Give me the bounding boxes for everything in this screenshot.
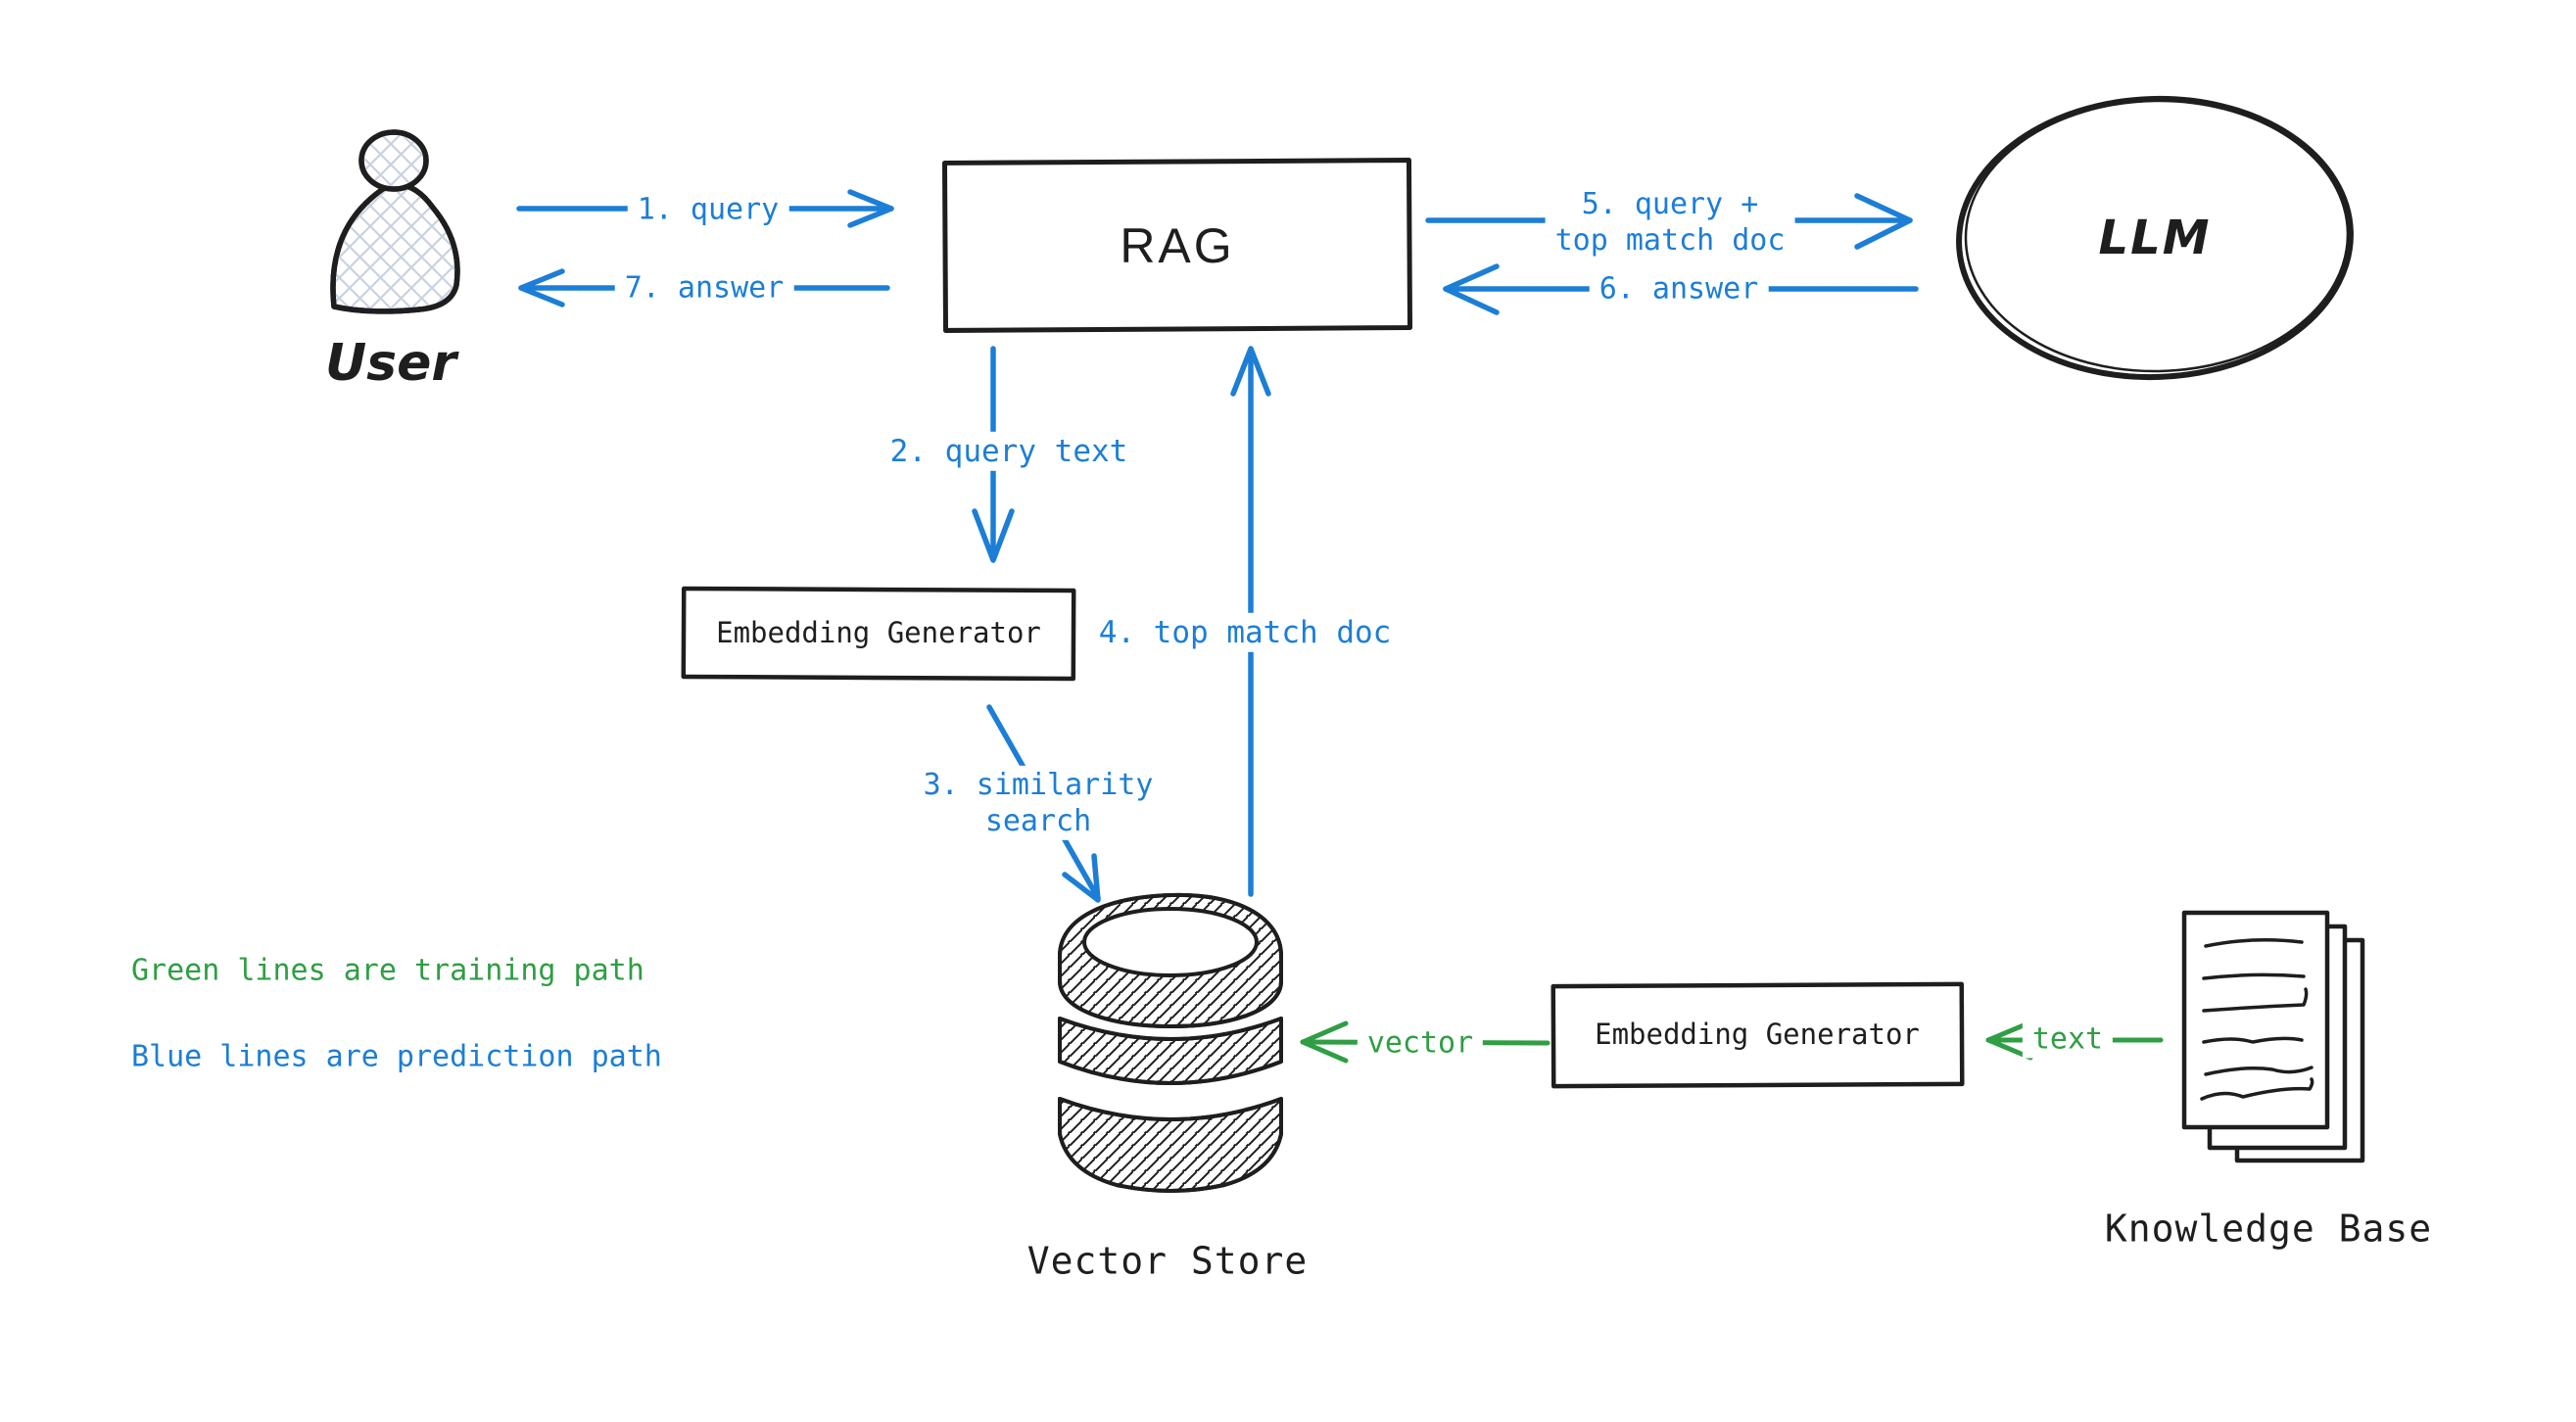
database-icon — [1058, 892, 1283, 1193]
legend-prediction-path: Blue lines are prediction path — [131, 1039, 662, 1074]
edge-label-vector: vector — [1357, 1023, 1484, 1063]
node-embedding-generator-training — [1550, 981, 1965, 1089]
edge-label-step2-query-text: 2. query text — [880, 431, 1138, 472]
edge-label-step4-top-match-doc: 4. top match doc — [1088, 612, 1402, 653]
node-embedding-generator-query — [681, 586, 1076, 682]
edge-label-step7-answer: 7. answer — [614, 268, 794, 308]
embedding-generator-query-label: Embedding Generator — [716, 616, 1041, 650]
vector-store-label: Vector Store — [1026, 1239, 1309, 1283]
user-node-label: User — [324, 333, 457, 393]
user-icon — [330, 129, 460, 314]
edge-label-step6-answer: 6. answer — [1589, 269, 1769, 308]
document-stack-icon — [2181, 910, 2365, 1163]
node-rag — [941, 158, 1413, 333]
database-opening — [1082, 907, 1259, 977]
legend-training-path: Green lines are training path — [131, 953, 644, 988]
edge-label-step1-query: 1. query — [627, 190, 789, 229]
node-llm — [1956, 95, 2354, 381]
edge-label-text: text — [2022, 1019, 2114, 1059]
rag-node-label: RAG — [1120, 218, 1235, 273]
knowledge-base-label: Knowledge Base — [2104, 1207, 2433, 1251]
edge-label-step3-similarity-search: 3. similarity search — [913, 765, 1164, 841]
document-page-front — [2181, 910, 2330, 1130]
embedding-generator-training-label: Embedding Generator — [1595, 1018, 1920, 1052]
document-text-lines — [2200, 938, 2314, 1101]
edge-label-step5-query-plus-doc: 5. query + top match doc — [1545, 184, 1795, 261]
llm-node-label: LLM — [2098, 211, 2212, 266]
